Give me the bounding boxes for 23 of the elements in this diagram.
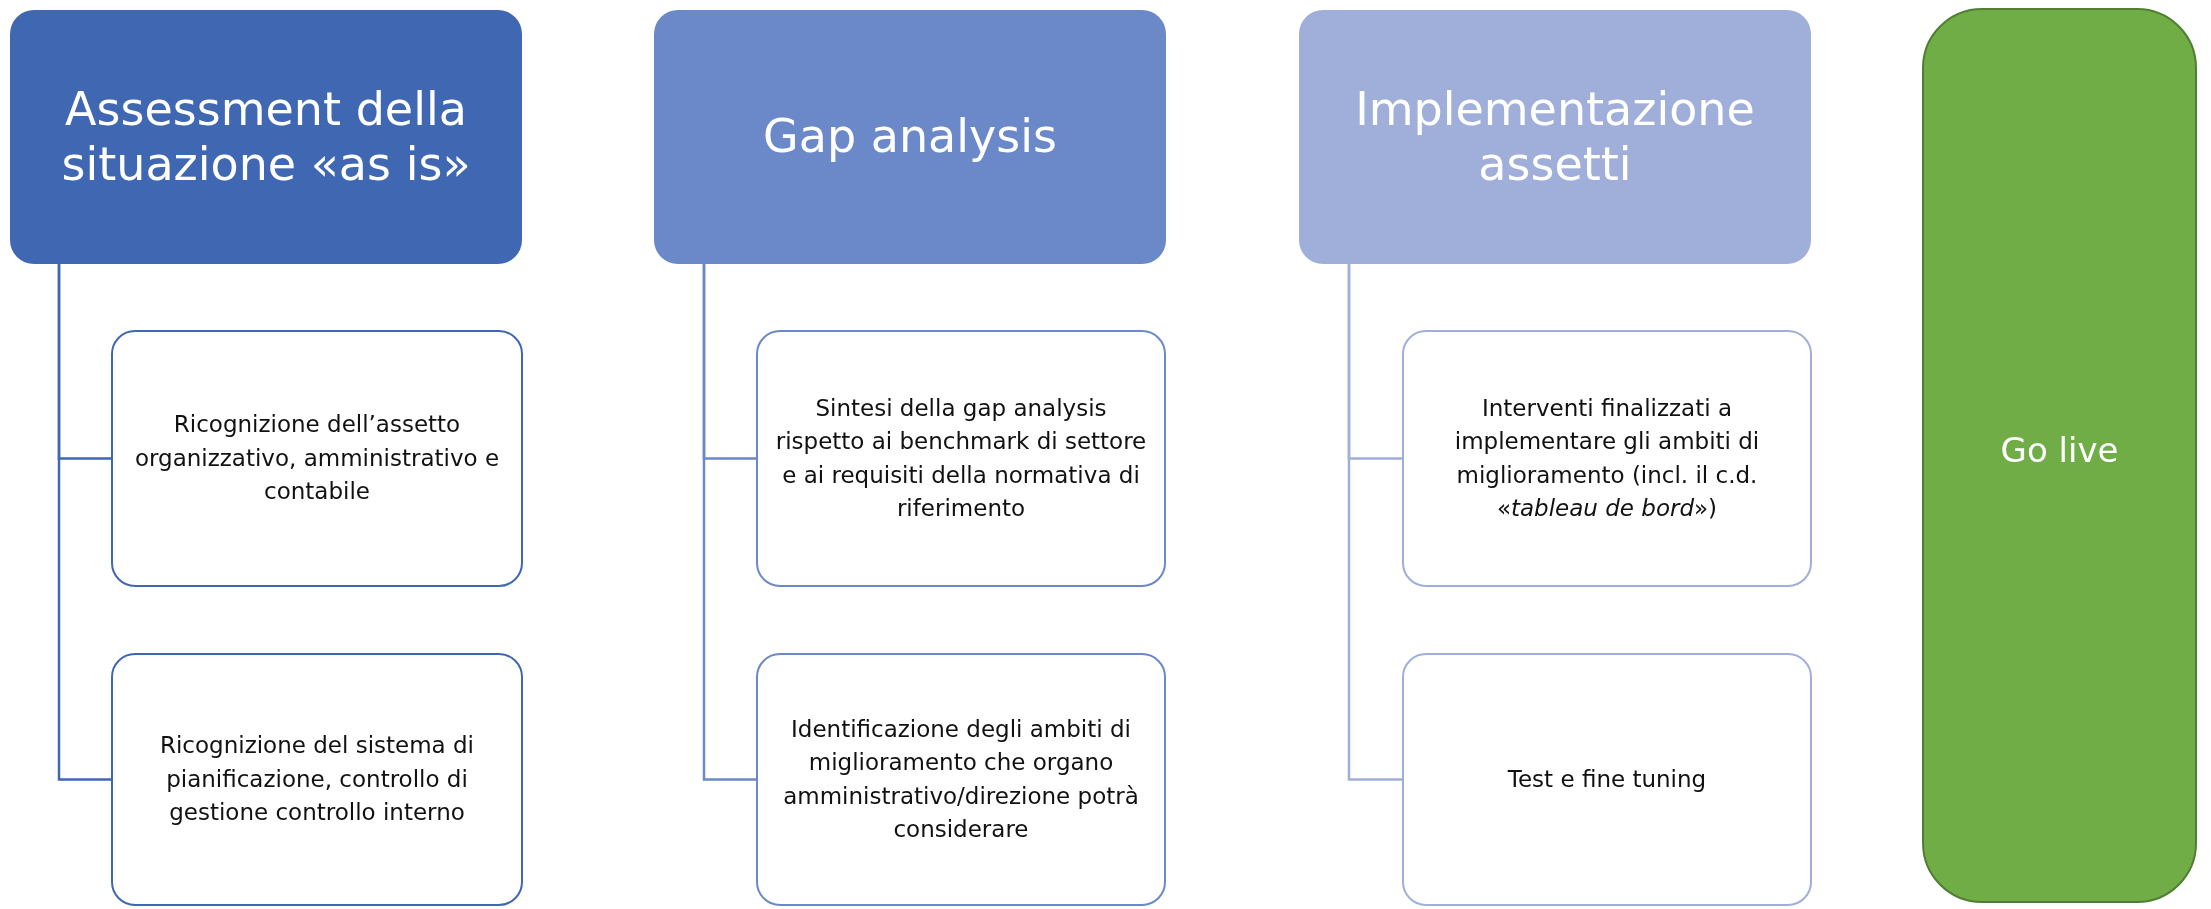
activity-box: [111, 330, 523, 587]
activity-box: [1402, 653, 1812, 906]
activity-box: [756, 330, 1166, 587]
box-text: Implementazione assetti: [1354, 81, 1756, 193]
box-text: Interventi finalizzati a implementare gli ambiti di miglioramento (incl. il c.d. «tableau de bord»): [1453, 393, 1761, 523]
box-text: Ricognizione del sistema di pianificazione, controllo di gestione controllo interno: [159, 731, 475, 828]
activity-box: [111, 653, 523, 906]
connector-line: [702, 264, 756, 781]
box-text: Gap analysis: [763, 109, 1057, 165]
box-text: Identificazione degli ambiti di miglioramento che organo amministrativo/direzione potrà considerare: [782, 714, 1140, 844]
box-text: Sintesi della gap analysis rispetto ai benchmark di settore e ai requisiti della normativa di riferimento: [774, 393, 1148, 523]
box-text: Assessment della situazione «as is»: [60, 81, 472, 193]
phase-box: [10, 10, 522, 264]
connector-line: [1347, 264, 1402, 781]
box-text: Test e fine tuning: [1507, 764, 1707, 794]
box-text: Go live: [2000, 430, 2119, 470]
phase-box: [1922, 8, 2197, 903]
phase-box: [654, 10, 1166, 264]
activity-box: [756, 653, 1166, 906]
box-text: Ricognizione dell’assetto organizzativo, amministrativo e contabile: [133, 410, 501, 507]
activity-box: [1402, 330, 1812, 587]
phase-box: [1299, 10, 1811, 264]
connector-line: [57, 264, 111, 781]
